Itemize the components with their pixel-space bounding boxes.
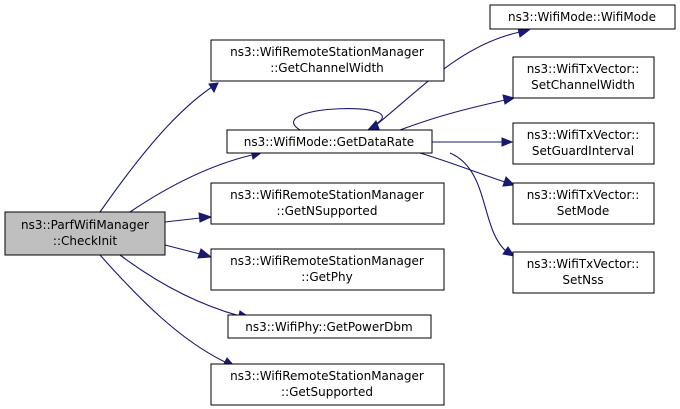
node-label: ns3::WifiTxVector:: [527,257,640,271]
node-label: ns3::WifiMode::GetDataRate [244,135,414,149]
node-getchannelwidth[interactable]: ns3::WifiRemoteStationManager ::GetChann… [210,39,445,82]
node-setguardinterval[interactable]: ns3::WifiTxVector:: SetGuardInterval [512,122,655,165]
node-label: ns3::ParfWifiManager [21,218,149,232]
node-getdatarate[interactable]: ns3::WifiMode::GetDataRate [226,129,433,154]
node-label: ns3::WifiTxVector:: [527,62,640,76]
edge-getdatarate-self [292,108,383,131]
node-getphy[interactable]: ns3::WifiRemoteStationManager ::GetPhy [210,248,445,291]
node-label: ns3::WifiMode::WifiMode [508,10,656,24]
node-label: ns3::WifiPhy::GetPowerDbm [245,320,412,334]
node-label: SetChannelWidth [531,78,635,92]
node-setnss[interactable]: ns3::WifiTxVector:: SetNss [512,251,655,294]
node-checkinit[interactable]: ns3::ParfWifiManager ::CheckInit [4,211,166,256]
node-label: ns3::WifiRemoteStationManager [230,45,424,59]
node-label: SetMode [557,204,609,218]
edge-checkinit-getchannelwidth [99,82,219,213]
node-getpowerdbm[interactable]: ns3::WifiPhy::GetPowerDbm [227,314,432,339]
node-getsupported[interactable]: ns3::WifiRemoteStationManager ::GetSuppo… [210,363,445,406]
node-label: ::GetSupported [281,385,373,399]
edge-getdatarate-setguardinterval [432,137,514,147]
node-label: ::GetChannelWidth [270,61,384,75]
edge-checkinit-getnsupported [164,212,213,223]
edge-getdatarate-setmode [419,152,516,187]
node-label: ns3::WifiRemoteStationManager [230,369,424,383]
edge-getdatarate-setchannelwidth [399,94,516,131]
node-label: ns3::WifiRemoteStationManager [230,188,424,202]
node-label: ns3::WifiTxVector:: [527,188,640,202]
node-label: ::CheckInit [53,234,117,248]
node-label: ns3::WifiTxVector:: [527,128,640,142]
node-label: ns3::WifiRemoteStationManager [230,254,424,268]
node-label: ::GetPhy [301,270,352,284]
node-label: SetNss [562,273,603,287]
node-label: ::GetNSupported [277,204,378,218]
node-setchannelwidth[interactable]: ns3::WifiTxVector:: SetChannelWidth [512,56,655,99]
node-setmode[interactable]: ns3::WifiTxVector:: SetMode [512,182,655,225]
node-getnsupported[interactable]: ns3::WifiRemoteStationManager ::GetNSupp… [210,182,445,225]
edge-checkinit-getphy [164,244,213,259]
edge-getdatarate-setnss [449,152,516,257]
node-label: SetGuardInterval [532,144,634,158]
node-wifimode[interactable]: ns3::WifiMode::WifiMode [489,4,676,30]
